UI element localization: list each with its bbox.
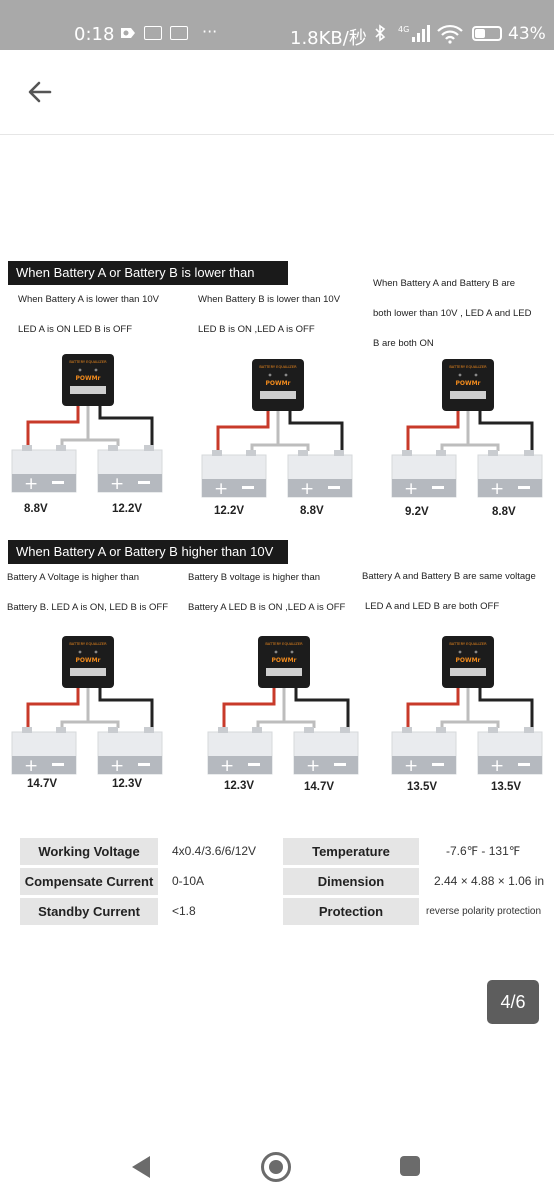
voltage-label: 9.2V [405, 506, 429, 518]
voltage-label: 14.7V [304, 781, 335, 793]
section-header: When Battery A or Battery B is lower tha… [8, 261, 288, 304]
diagram-svg: BATTERY EQUALIZER POWMr + + [11, 354, 163, 494]
caption: Battery A and Battery B are same voltage [362, 571, 536, 582]
app-notification-icon [170, 26, 188, 40]
spec-label: Compensate Current [20, 868, 158, 895]
caption: Battery A Voltage is higher than [7, 572, 140, 583]
svg-text:+: + [24, 756, 38, 776]
status-bar: 0:18 ··· 1.8KB/秒 4G 43% [0, 0, 554, 50]
caption: Battery B voltage is higher than [188, 572, 321, 583]
device-brand: POWMr [75, 657, 100, 664]
svg-text:+: + [490, 756, 504, 776]
wifi-icon [437, 24, 463, 44]
wiring-diagram: BATTERY EQUALIZER POWMr + + [8, 350, 168, 505]
bluetooth-icon [375, 24, 386, 42]
battery-percent: 43% [508, 24, 546, 44]
device-title: BATTERY EQUALIZER [265, 642, 303, 646]
spec-value: <1.8 [172, 898, 282, 925]
svg-text:+: + [306, 756, 320, 776]
device-brand: POWMr [265, 380, 290, 387]
nav-home-icon[interactable] [261, 1152, 291, 1182]
svg-text:+: + [300, 479, 314, 499]
app-notification-icon [144, 26, 162, 40]
spec-value: 0-10A [172, 868, 282, 895]
caption: LED B is ON ,LED A is OFF [198, 324, 315, 335]
spec-value: 2.44 × 4.88 × 1.06 in [434, 868, 550, 895]
voltage-label: 14.7V [27, 778, 58, 790]
svg-text:+: + [110, 474, 124, 494]
spec-label: Working Voltage [20, 838, 158, 865]
voltage-label: 12.2V [112, 503, 143, 515]
battery-icon [472, 26, 502, 41]
voltage-label: 12.3V [112, 778, 143, 790]
svg-text:+: + [214, 479, 228, 499]
svg-text:+: + [220, 756, 234, 776]
app-bar [0, 50, 554, 135]
device-brand: POWMr [75, 375, 100, 382]
more-notifications-icon: ··· [202, 22, 218, 41]
nav-recents-icon[interactable] [400, 1156, 420, 1176]
voltage-label: 8.8V [24, 503, 48, 515]
caption: Battery B. LED A is ON, LED B is OFF [7, 602, 169, 613]
wiring-diagram: BATTERY EQUALIZER POWMr + + [198, 355, 358, 510]
voltage-label: 12.3V [224, 780, 255, 792]
device-title: BATTERY EQUALIZER [449, 365, 487, 369]
device-title: BATTERY EQUALIZER [449, 642, 487, 646]
svg-text:+: + [404, 479, 418, 499]
back-arrow-icon[interactable] [24, 76, 56, 108]
caption: When Battery A and Battery B are [373, 278, 516, 289]
spec-label: Standby Current [20, 898, 158, 925]
wiring-diagram: BATTERY EQUALIZER POWMr + + [388, 632, 548, 787]
status-time: 0:18 [74, 24, 115, 45]
signal-label: 4G [398, 25, 409, 34]
caption: When Battery B is lower than 10V [198, 294, 341, 305]
wiring-diagram: BATTERY EQUALIZER POWMr + + [388, 355, 548, 510]
caption: When Battery A is lower than 10V [18, 294, 159, 305]
spec-label: Dimension [283, 868, 419, 895]
diagram-svg: BATTERY EQUALIZER POWMr + + [207, 636, 359, 776]
system-nav-bar [0, 1134, 554, 1200]
voltage-label: 13.5V [407, 781, 438, 793]
voltage-label: 8.8V [492, 506, 516, 518]
wiring-diagram: BATTERY EQUALIZER POWMr + + [8, 632, 168, 787]
wiring-diagram: BATTERY EQUALIZER POWMr + + [204, 632, 364, 787]
nav-back-icon[interactable] [132, 1156, 150, 1178]
spec-value: reverse polarity protection [426, 898, 550, 925]
diagram-svg: BATTERY EQUALIZER POWMr + + [201, 359, 353, 499]
spec-label: Protection [283, 898, 419, 925]
spec-value: 4x0.4/3.6/6/12V [172, 838, 282, 865]
diagram-svg: BATTERY EQUALIZER POWMr + + [391, 636, 543, 776]
device-brand: POWMr [455, 657, 480, 664]
svg-text:+: + [110, 756, 124, 776]
svg-text:+: + [490, 479, 504, 499]
device-title: BATTERY EQUALIZER [259, 365, 297, 369]
caption: LED A is ON LED B is OFF [18, 324, 133, 335]
diagram-svg: BATTERY EQUALIZER POWMr + + [11, 636, 163, 776]
caption: B are both ON [373, 338, 434, 349]
svg-text:+: + [24, 474, 38, 494]
section-header: When Battery A or Battery B higher than … [8, 540, 288, 564]
voltage-label: 13.5V [491, 781, 522, 793]
voltage-label: 8.8V [300, 505, 324, 517]
device-brand: POWMr [271, 657, 296, 664]
page-indicator: 4/6 [487, 980, 539, 1024]
svg-text:+: + [404, 756, 418, 776]
voltage-label: 12.2V [214, 505, 245, 517]
spec-label: Temperature [283, 838, 419, 865]
spec-value: -7.6℉ - 131℉ [446, 838, 546, 865]
device-title: BATTERY EQUALIZER [69, 642, 107, 646]
caption: both lower than 10V , LED A and LED [373, 308, 532, 319]
caption: LED A and LED B are both OFF [365, 601, 500, 612]
device-brand: POWMr [455, 380, 480, 387]
network-speed: 1.8KB/秒 [290, 28, 367, 49]
notification-icon [121, 28, 135, 38]
diagram-svg: BATTERY EQUALIZER POWMr + + [391, 359, 543, 499]
cellular-signal-icon: 4G [398, 25, 430, 42]
device-title: BATTERY EQUALIZER [69, 360, 107, 364]
caption: Battery A LED B is ON ,LED A is OFF [188, 602, 346, 613]
